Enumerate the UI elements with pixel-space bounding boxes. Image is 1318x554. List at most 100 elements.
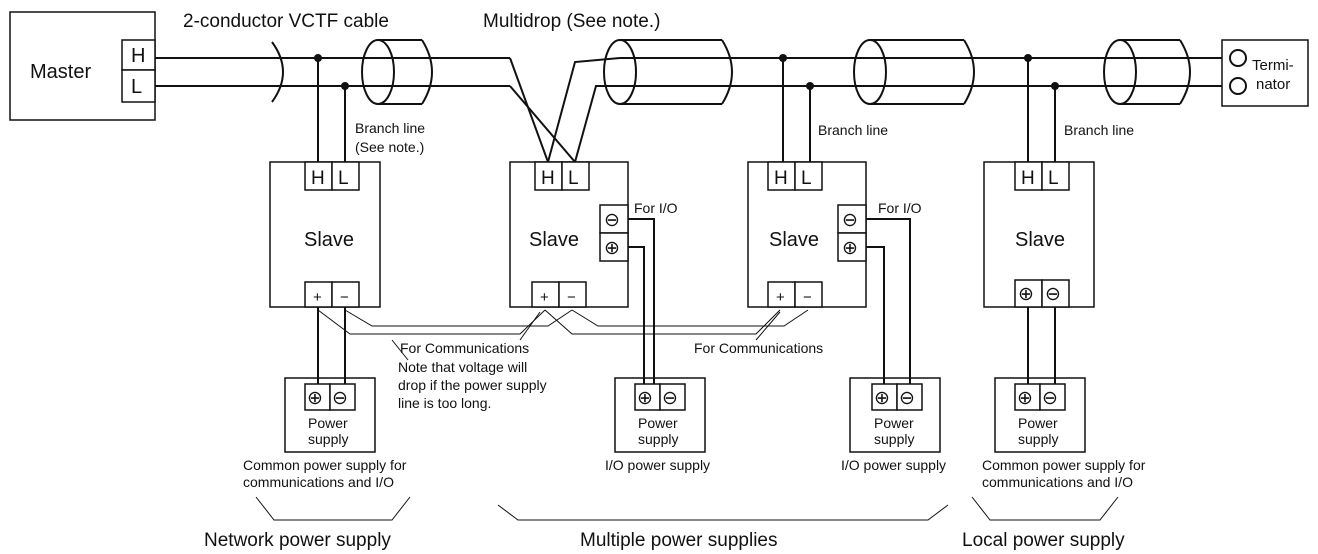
- ps-terminal-minus: [1039, 383, 1066, 411]
- multidrop-wire-1: [509, 57, 549, 163]
- terminal-io-plus: [837, 232, 867, 262]
- junction-dot: [806, 82, 814, 90]
- voltage-note-3: line is too long.: [398, 395, 491, 411]
- junction-dot: [1051, 82, 1059, 90]
- multidrop-wire-4: [574, 85, 620, 163]
- power-supply-4: ⊕ ⊖ Power supply: [994, 377, 1086, 453]
- power-supply-1: ⊕ ⊖ Power supply: [284, 377, 376, 453]
- branch-line-label-1: Branch line: [355, 120, 425, 136]
- sleeve-left-edge: [271, 41, 284, 103]
- voltage-note-2: drop if the power supply: [398, 377, 547, 393]
- terminal-minus-label: −: [567, 289, 576, 306]
- sleeve-2-body: [620, 39, 722, 105]
- for-communications-label-2: For Communications: [694, 340, 823, 356]
- wire-slave3-io-minus: [866, 218, 911, 384]
- junction-dot: [341, 82, 349, 90]
- wire-slave2-io-plus: [628, 246, 645, 384]
- comm-leader-2: [755, 311, 781, 341]
- terminal-plus: [531, 281, 560, 308]
- sleeve-1-right: [421, 39, 433, 105]
- ps-plus-label: ⊕: [1017, 388, 1033, 409]
- terminal-h-label: H: [1021, 168, 1035, 189]
- branch-drops: [314, 54, 1059, 162]
- terminal-l-label: L: [568, 168, 579, 189]
- terminal-plus-label: +: [540, 289, 549, 306]
- bracket-local: [971, 496, 1119, 521]
- terminal-plus-label: ⊕: [1018, 284, 1034, 305]
- common-supply-caption-4: communications and I/O: [982, 474, 1133, 490]
- junction-dot: [779, 54, 787, 62]
- slave-3: H L Slave ⊖ ⊕ + − For I/O: [747, 161, 922, 308]
- ps-minus-label: ⊖: [1042, 388, 1058, 409]
- ps-label-2: supply: [1018, 431, 1058, 447]
- ps-label-1: Power: [874, 415, 914, 431]
- wire-slave3-io-plus: [866, 246, 885, 384]
- ps-terminal-plus: [634, 383, 661, 411]
- terminator: Termi- nator: [1221, 39, 1309, 107]
- power-wiring: [317, 218, 1056, 384]
- terminal-io-plus-label: ⊕: [842, 238, 858, 259]
- io-supply-caption-1: I/O power supply: [605, 457, 710, 473]
- slave-label: Slave: [769, 229, 819, 251]
- terminator-contact-h: [1229, 49, 1247, 67]
- terminal-h: [767, 161, 796, 191]
- slave-label: Slave: [304, 229, 354, 251]
- ps-label-1: Power: [308, 415, 348, 431]
- ps-label-2: supply: [308, 431, 348, 447]
- terminal-l: [331, 161, 360, 191]
- power-supply-2: ⊕ ⊖ Power supply: [614, 377, 706, 453]
- cable-sleeves: [271, 39, 1191, 105]
- ps-plus-label: ⊕: [874, 388, 890, 409]
- terminal-io-minus-label: ⊖: [604, 210, 620, 231]
- branch-line-note: (See note.): [355, 139, 424, 155]
- terminal-h-label: H: [541, 168, 555, 189]
- ps-plus-label: ⊕: [637, 388, 653, 409]
- for-io-label: For I/O: [634, 200, 678, 216]
- master-l-label: L: [131, 76, 142, 98]
- terminator-contact-l: [1229, 77, 1247, 95]
- terminal-minus: [794, 281, 823, 308]
- cable-label: 2-conductor VCTF cable: [183, 11, 389, 32]
- terminal-l: [794, 161, 823, 191]
- group-label-multiple: Multiple power supplies: [580, 530, 778, 551]
- sleeve-3-body: [870, 39, 964, 105]
- power-supply-box: [284, 377, 376, 453]
- ps-terminal-minus: [659, 383, 686, 411]
- ps-label-2: supply: [874, 431, 914, 447]
- comm-line-minus-1: [344, 309, 573, 327]
- branch-line-label-2: Branch line: [818, 122, 888, 138]
- master-terminal-l: [121, 69, 156, 103]
- sleeve-1-body: [378, 39, 422, 105]
- terminal-io-minus-label: ⊖: [842, 210, 858, 231]
- terminal-h-label: H: [774, 168, 788, 189]
- power-supply-3: ⊕ ⊖ Power supply: [849, 377, 941, 453]
- comm-line-minus-2: [571, 309, 809, 327]
- terminator-label-1: Termi-: [1252, 57, 1294, 74]
- multidrop-wire-2: [509, 85, 576, 163]
- terminal-l-label: L: [338, 168, 349, 189]
- group-label-network: Network power supply: [204, 530, 391, 551]
- group-label-local: Local power supply: [962, 530, 1125, 551]
- ps-minus-label: ⊖: [899, 388, 915, 409]
- common-supply-caption-1: Common power supply for: [243, 457, 407, 473]
- for-communications-label-1: For Communications: [400, 340, 529, 356]
- terminal-l-label: L: [1048, 168, 1059, 189]
- ps-minus-label: ⊖: [662, 388, 678, 409]
- terminal-plus-label: +: [776, 289, 785, 306]
- for-io-label: For I/O: [878, 200, 922, 216]
- bracket-multiple: [497, 504, 949, 521]
- slave-label: Slave: [529, 229, 579, 251]
- terminal-l-label: L: [801, 168, 812, 189]
- slave-1: H L Slave + −: [269, 161, 381, 308]
- terminal-io-plus: [599, 232, 629, 262]
- ps-label-1: Power: [1018, 415, 1058, 431]
- sleeve-4-body: [1120, 39, 1180, 105]
- ps-terminal-minus: [329, 383, 356, 411]
- junction-dot: [314, 54, 322, 62]
- sleeve-2-left: [603, 39, 637, 105]
- branch-line-label-3: Branch line: [1064, 122, 1134, 138]
- terminal-l: [1041, 161, 1070, 191]
- master-label: Master: [30, 61, 91, 83]
- communication-power-lines: [317, 309, 809, 361]
